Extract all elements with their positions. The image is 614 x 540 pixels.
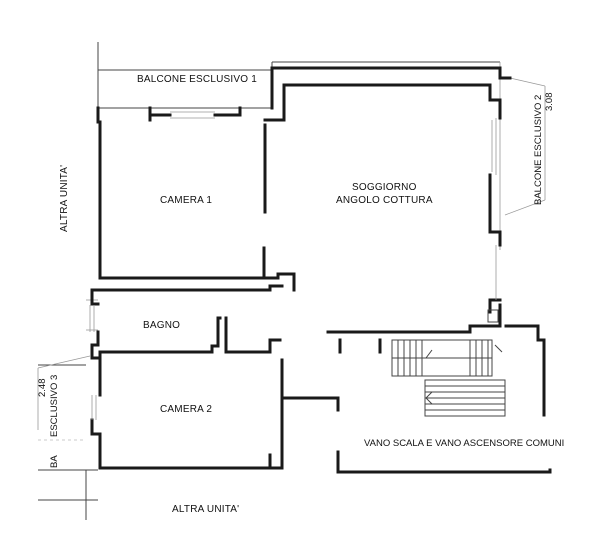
openings bbox=[89, 111, 499, 420]
label-balcone-2: BALCONE ESCLUSIVO 2 bbox=[533, 95, 544, 205]
label-balcone-3-prefix: BA bbox=[49, 455, 60, 468]
stairs bbox=[391, 339, 506, 417]
label-altra-unita-left: ALTRA UNITA' bbox=[59, 165, 70, 232]
label-balcone-3: ESCLUSIVO 3 bbox=[49, 375, 60, 437]
label-balcone-3-dimension: 2.48 bbox=[37, 379, 48, 398]
label-altra-unita-bottom: ALTRA UNITA' bbox=[172, 504, 239, 515]
label-vano-scala: VANO SCALA E VANO ASCENSORE COMUNI bbox=[364, 438, 564, 449]
label-bagno: BAGNO bbox=[143, 320, 180, 331]
label-balcone-2-dimension: 3.08 bbox=[544, 93, 555, 112]
label-balcone-1: BALCONE ESCLUSIVO 1 bbox=[137, 74, 257, 85]
walls bbox=[90, 66, 552, 474]
boundary-lines bbox=[37, 42, 546, 520]
label-camera-2: CAMERA 2 bbox=[160, 404, 212, 415]
label-camera-1: CAMERA 1 bbox=[160, 195, 212, 206]
room-labels: BALCONE ESCLUSIVO 1 CAMERA 1 SOGGIORNO A… bbox=[37, 74, 564, 515]
label-angolo-cottura: ANGOLO COTTURA bbox=[336, 195, 433, 206]
label-soggiorno: SOGGIORNO bbox=[352, 182, 417, 193]
